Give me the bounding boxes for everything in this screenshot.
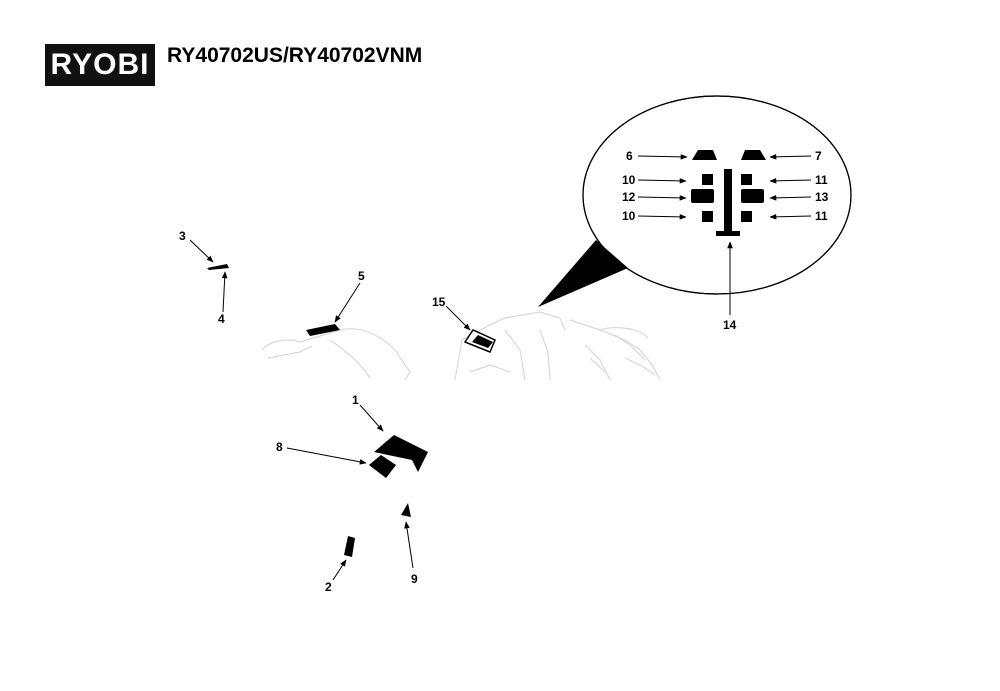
callout-5: 5	[358, 269, 365, 283]
part-2	[344, 536, 355, 557]
callout-14: 14	[723, 318, 737, 332]
part-3-4	[207, 264, 229, 270]
decal-11-bottom	[741, 211, 752, 222]
detail-bubble	[538, 95, 852, 307]
decal-12	[691, 189, 714, 203]
callout-7: 7	[815, 149, 822, 163]
callout-10b: 10	[622, 209, 636, 223]
decal-14-bar	[724, 169, 732, 233]
decal-7	[741, 150, 766, 160]
callout-labels: 3 4 5 6 7 10 11 12 13 10 11 14 15 1 8 9 …	[179, 149, 829, 594]
leader-lines	[189, 154, 812, 581]
mower-ghost-outline	[261, 311, 661, 381]
callout-4: 4	[218, 312, 225, 326]
decal-10-top	[702, 174, 713, 185]
callout-9: 9	[411, 572, 418, 586]
loose-parts	[207, 264, 496, 557]
callout-12: 12	[622, 190, 636, 204]
callout-2: 2	[325, 580, 332, 594]
callout-15: 15	[432, 295, 446, 309]
ryobi-logo: RYOBI	[45, 44, 155, 86]
logo-text: RYOBI	[50, 48, 150, 81]
decal-14-base	[716, 231, 740, 236]
keypad-decals	[691, 150, 766, 236]
model-title: RY40702US/RY40702VNM	[167, 44, 423, 67]
decal-6	[692, 150, 717, 160]
callout-3: 3	[179, 229, 186, 243]
decal-11-top	[741, 174, 752, 185]
callout-11b: 11	[815, 209, 828, 223]
part-9	[401, 503, 411, 517]
callout-11a: 11	[815, 173, 828, 187]
callout-13: 13	[815, 190, 829, 204]
part-5	[306, 324, 340, 336]
part-15	[472, 335, 493, 348]
callout-6: 6	[626, 149, 633, 163]
callout-1: 1	[352, 393, 359, 407]
callout-8: 8	[276, 440, 283, 454]
decal-13	[741, 189, 764, 203]
decal-10-bottom	[702, 211, 713, 222]
callout-10a: 10	[622, 173, 636, 187]
part-8	[369, 455, 396, 478]
part-1	[374, 435, 428, 472]
